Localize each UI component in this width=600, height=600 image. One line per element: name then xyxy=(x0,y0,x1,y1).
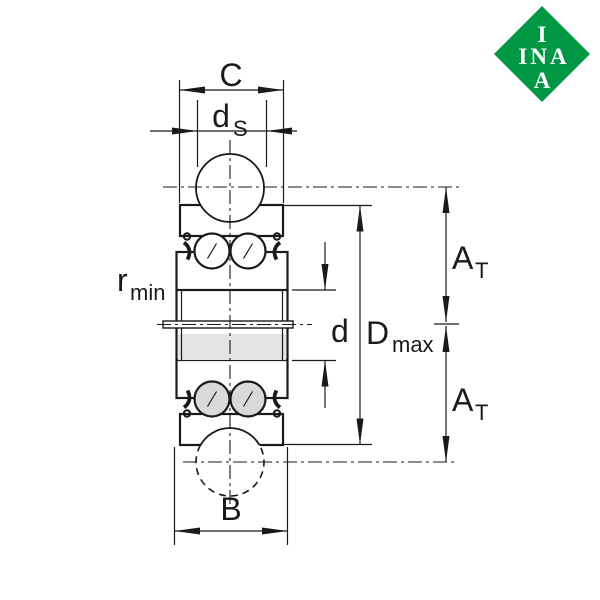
dimension-d-bore xyxy=(292,242,336,408)
dimension-b xyxy=(173,447,289,545)
centerlines xyxy=(157,140,462,508)
dimension-dmax xyxy=(284,204,372,446)
label-b: B xyxy=(220,491,241,527)
label-ds-sub: S xyxy=(233,116,248,141)
label-at-bottom-sub: T xyxy=(475,400,488,425)
label-dmax-main: D xyxy=(366,315,389,351)
dimension-at-top xyxy=(442,187,450,322)
label-at-top-main: A xyxy=(452,240,474,276)
ina-logo-row-bottom: A xyxy=(534,68,551,93)
label-d-bore: d xyxy=(331,313,349,349)
ball-row-top xyxy=(193,232,267,270)
label-rmin-sub: min xyxy=(130,280,165,305)
seal-profile-top-right xyxy=(271,231,283,262)
label-at-bottom-main: A xyxy=(452,382,474,418)
bore-section xyxy=(175,290,289,360)
label-at-top-sub: T xyxy=(475,258,488,283)
dimension-ds xyxy=(150,100,297,167)
ina-logo: I INA A xyxy=(494,6,590,102)
seal-profile-bottom-left xyxy=(181,388,193,419)
label-c: C xyxy=(219,57,242,93)
seal-profile-bottom-right xyxy=(271,388,283,419)
label-ds-main: d xyxy=(212,98,230,134)
ina-logo-row-middle: INA xyxy=(518,44,569,69)
label-rmin-main: r xyxy=(117,262,128,298)
dimension-at-bottom xyxy=(434,323,459,462)
dimension-c xyxy=(178,80,285,203)
seal-profile-top-left xyxy=(181,231,193,262)
label-dmax-sub: max xyxy=(392,332,434,357)
top-sphere-ball xyxy=(195,153,265,223)
ball-row-bottom xyxy=(193,380,267,418)
ina-logo-diamond xyxy=(494,6,590,102)
ina-logo-row-top: I xyxy=(538,22,547,47)
